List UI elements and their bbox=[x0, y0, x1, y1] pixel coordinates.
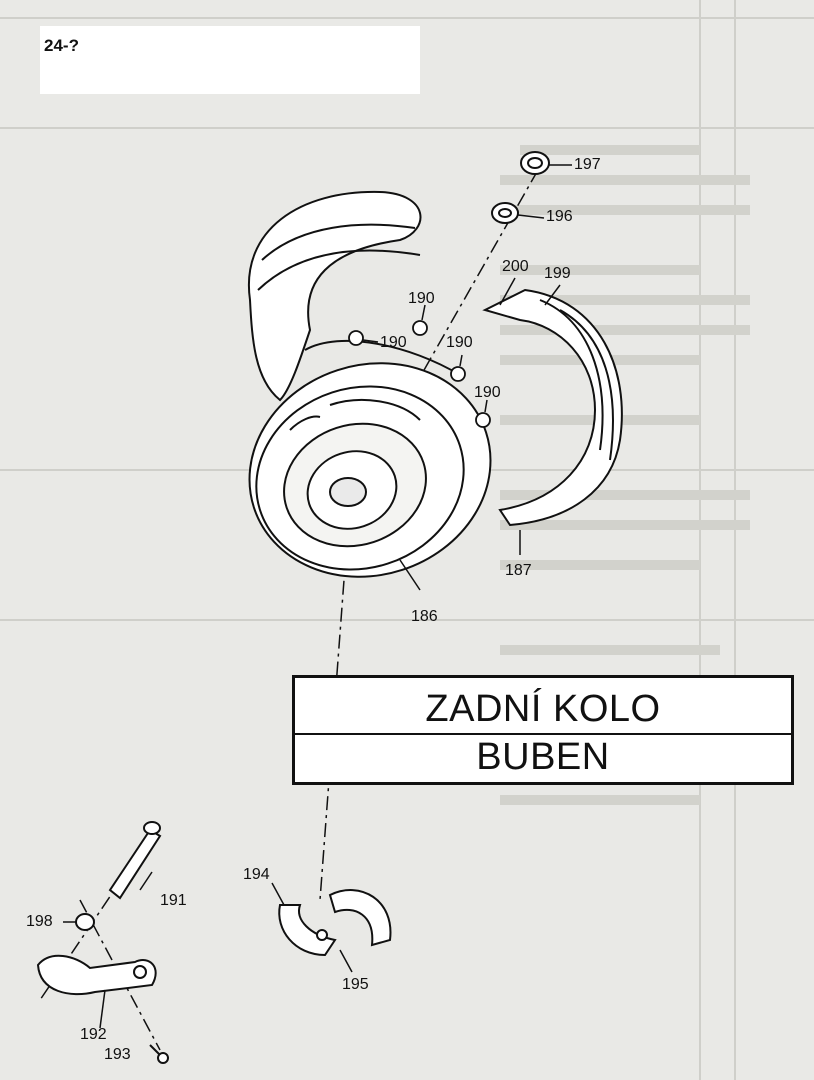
wheel-rim-drawing bbox=[248, 339, 492, 578]
callout-190-middle: 190 bbox=[446, 334, 473, 351]
nut-190-drawings bbox=[348, 320, 491, 428]
title-divider bbox=[295, 733, 791, 735]
callout-197: 197 bbox=[574, 156, 601, 173]
callout-187: 187 bbox=[505, 562, 532, 579]
callout-195: 195 bbox=[342, 976, 369, 993]
hub-parts-drawing bbox=[491, 151, 550, 224]
page-label-box bbox=[40, 26, 420, 94]
callout-199: 199 bbox=[544, 265, 571, 282]
brake-shoes-drawing bbox=[278, 889, 392, 957]
brake-lever-drawing bbox=[36, 821, 169, 1064]
callout-200: 200 bbox=[502, 258, 529, 275]
tire-drawing bbox=[247, 190, 422, 402]
tire-tread-right bbox=[482, 288, 623, 527]
callout-196: 196 bbox=[546, 208, 573, 225]
title-line-2: BUBEN bbox=[476, 736, 610, 778]
callout-186: 186 bbox=[411, 608, 438, 625]
page-label: 24-? bbox=[44, 36, 79, 55]
callout-190-top: 190 bbox=[408, 290, 435, 307]
callout-194: 194 bbox=[243, 866, 270, 883]
callout-198: 198 bbox=[26, 913, 53, 930]
title-box: ZADNÍ KOLO BUBEN bbox=[292, 675, 794, 785]
callout-190-left: 190 bbox=[380, 334, 407, 351]
callout-190-right: 190 bbox=[474, 384, 501, 401]
title-line-1: ZADNÍ KOLO bbox=[425, 688, 661, 730]
callout-191: 191 bbox=[160, 892, 187, 909]
callout-192: 192 bbox=[80, 1026, 107, 1043]
callout-193: 193 bbox=[104, 1046, 131, 1063]
leader-lines bbox=[63, 164, 572, 1029]
